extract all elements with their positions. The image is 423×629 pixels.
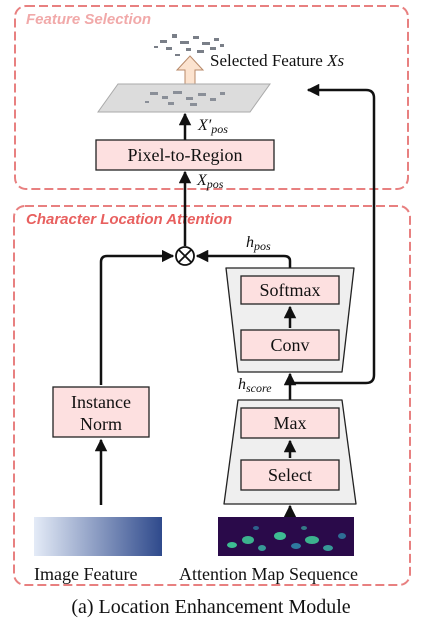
selected-feature-sparse-points <box>154 34 224 56</box>
selected-feature-label: Selected Feature Xs <box>210 51 344 70</box>
max-box <box>240 407 340 439</box>
arrow-hscore-to-selected-feature <box>290 83 376 385</box>
image-feature-gradient <box>34 517 162 556</box>
character-location-attention-title: Character Location Attention <box>26 211 232 228</box>
instance-norm-label-line1: Instance <box>71 392 131 412</box>
attention-map-label: Attention Map Sequence <box>179 564 358 584</box>
pixel-to-region-box <box>95 139 275 171</box>
select-box <box>240 459 340 491</box>
conv-box <box>240 329 340 361</box>
selection-up-arrow-icon <box>175 55 205 87</box>
attention-map-spots <box>227 526 346 551</box>
softmax-label: Softmax <box>260 280 321 300</box>
feature-plane <box>97 83 271 113</box>
instance-norm-box <box>52 386 150 438</box>
feature-plane-points <box>145 91 225 106</box>
conv-label: Conv <box>270 335 309 355</box>
pixel-to-region-label: Pixel-to-Region <box>128 145 243 165</box>
arrow-softmax-to-multiply <box>195 249 292 268</box>
instance-norm-label-line2: Norm <box>80 414 122 434</box>
x-pos-label: Xpos <box>196 172 224 191</box>
feature-selection-title: Feature Selection <box>26 11 151 28</box>
h-score-label: hscore <box>238 376 272 395</box>
h-pos-label: hpos <box>246 234 271 253</box>
select-label: Select <box>268 465 312 485</box>
figure-caption: (a) Location Enhancement Module <box>71 596 350 618</box>
attention-map-heatmap <box>218 517 354 556</box>
feature-selection-panel <box>14 5 409 190</box>
multiply-icon <box>177 248 193 264</box>
image-feature-label: Image Feature <box>34 564 137 584</box>
softmax-box <box>240 275 340 305</box>
arrow-instance-norm-to-multiply <box>99 249 175 385</box>
max-label: Max <box>274 413 307 433</box>
x-prime-pos-label: X′pos <box>197 117 228 136</box>
character-location-attention-panel <box>13 205 411 586</box>
